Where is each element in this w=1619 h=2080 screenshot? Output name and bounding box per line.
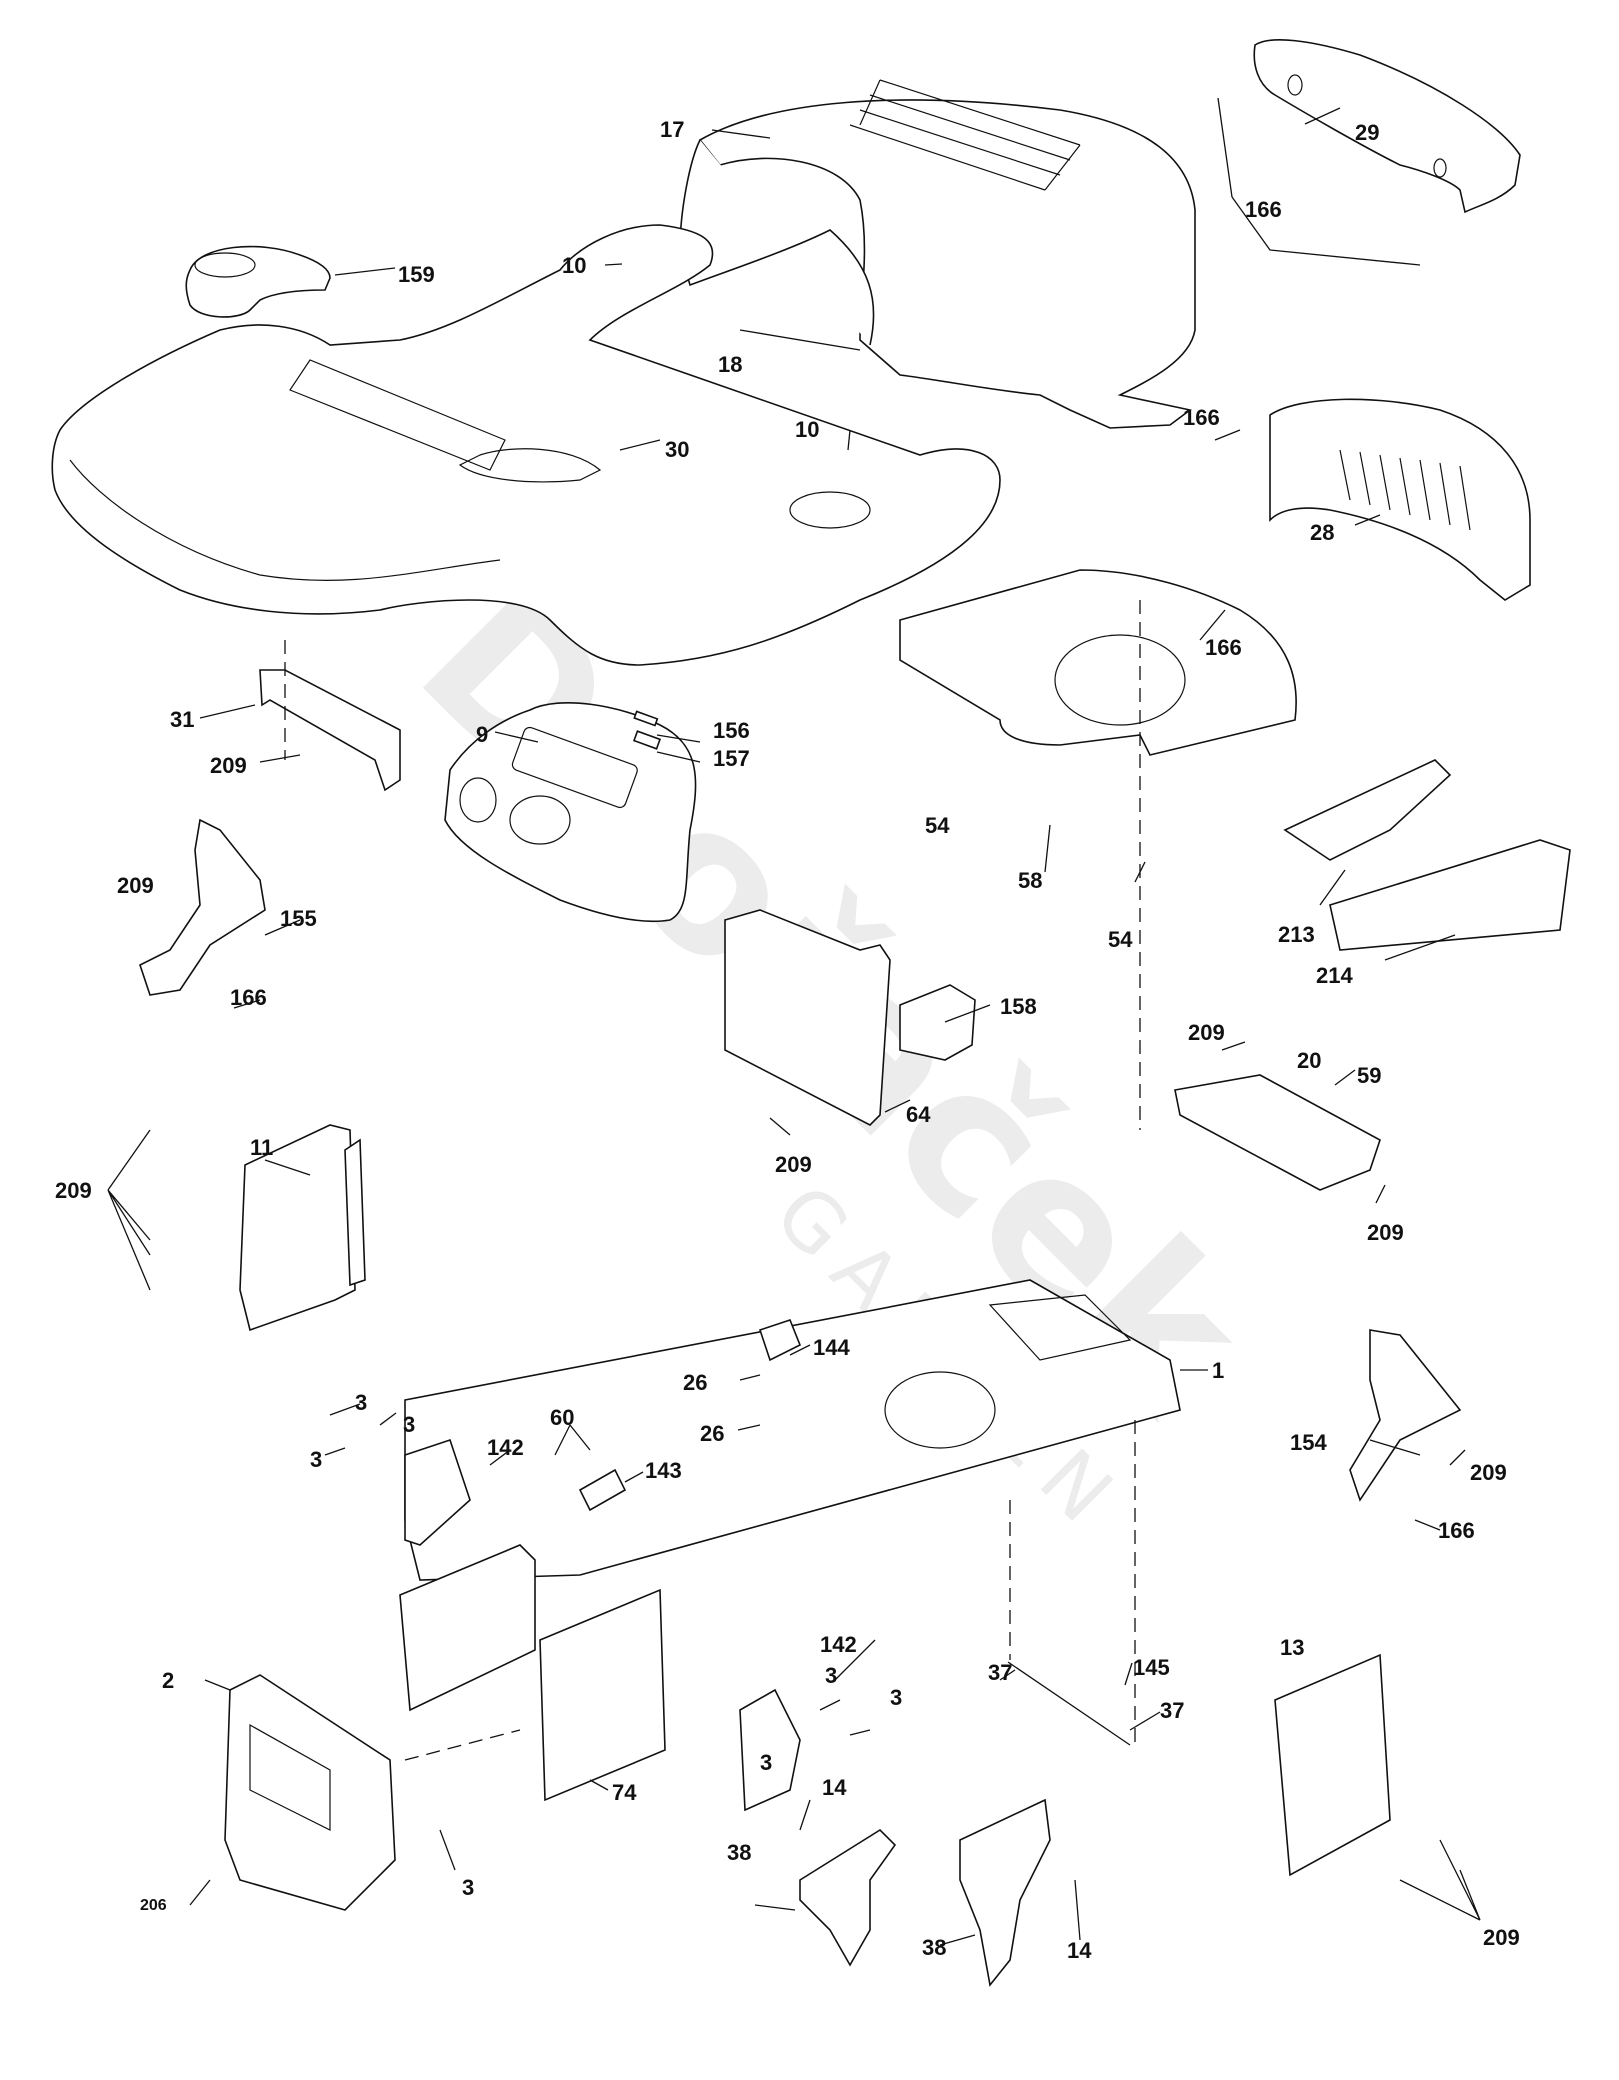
callout[interactable]: 145	[1133, 1655, 1170, 1680]
callout[interactable]: 38	[922, 1935, 946, 1960]
part-2[interactable]	[224, 1674, 396, 1911]
part-hood-17[interactable]	[679, 79, 1196, 429]
part-frame-side-plate[interactable]	[399, 1544, 666, 1802]
part-154[interactable]	[1349, 1329, 1462, 1502]
callout[interactable]: 154	[1290, 1430, 1327, 1455]
callout[interactable]: 166	[1438, 1518, 1475, 1543]
callout[interactable]: 64	[906, 1102, 931, 1127]
hood-vents	[849, 79, 1081, 191]
callout[interactable]: 58	[1018, 868, 1042, 893]
part-11[interactable]	[239, 1124, 366, 1332]
callout[interactable]: 209	[117, 873, 154, 898]
callout[interactable]: 10	[562, 253, 586, 278]
part-214[interactable]	[1329, 839, 1571, 951]
callout[interactable]: 142	[487, 1435, 524, 1460]
callout[interactable]: 18	[718, 352, 742, 377]
part-13[interactable]	[1274, 1653, 1391, 1877]
leader-lines	[107, 97, 1481, 1946]
part-38b[interactable]	[959, 1798, 1051, 1987]
callout[interactable]: 11	[250, 1135, 273, 1160]
callout[interactable]: 209	[1483, 1925, 1520, 1950]
callout[interactable]: 1	[1212, 1358, 1224, 1383]
part-213[interactable]	[1283, 759, 1452, 861]
callout[interactable]: 13	[1280, 1635, 1304, 1660]
callout[interactable]: 166	[1205, 635, 1242, 660]
callout[interactable]: 158	[1000, 994, 1037, 1019]
callout[interactable]: 37	[1160, 1698, 1184, 1723]
part-144[interactable]	[758, 1319, 802, 1362]
callout[interactable]: 26	[683, 1370, 707, 1395]
part-bracket-31[interactable]	[259, 669, 401, 792]
callout[interactable]: 155	[280, 906, 317, 931]
callout[interactable]: 28	[1310, 520, 1334, 545]
callout[interactable]: 17	[660, 117, 684, 142]
part-157[interactable]	[632, 730, 662, 750]
part-142b[interactable]	[739, 1688, 801, 1812]
part-29[interactable]	[1253, 39, 1521, 214]
callout[interactable]: 54	[925, 813, 950, 838]
callout[interactable]: 209	[1188, 1020, 1225, 1045]
callout[interactable]: 157	[713, 746, 750, 771]
callout[interactable]: 31	[170, 707, 194, 732]
callout[interactable]: 213	[1278, 922, 1315, 947]
callout[interactable]: 209	[55, 1178, 92, 1203]
callout[interactable]: 166	[1245, 197, 1282, 222]
callout[interactable]: 14	[1067, 1938, 1092, 1963]
callout[interactable]: 209	[1367, 1220, 1404, 1245]
part-58[interactable]	[899, 569, 1297, 756]
callout[interactable]: 14	[822, 1775, 847, 1800]
callout[interactable]: 3	[310, 1447, 322, 1472]
part-fuel-cap-159[interactable]	[185, 245, 331, 318]
callout[interactable]: 9	[476, 722, 488, 747]
callout[interactable]: 26	[700, 1421, 724, 1446]
callout[interactable]: 37	[988, 1660, 1012, 1685]
callout[interactable]: 59	[1357, 1063, 1381, 1088]
callout[interactable]: 156	[713, 718, 750, 743]
callout[interactable]: 60	[550, 1405, 574, 1430]
part-28[interactable]	[1269, 398, 1531, 601]
part-143[interactable]	[578, 1468, 627, 1512]
part-fender-30[interactable]	[51, 224, 1001, 666]
part-156[interactable]	[633, 710, 659, 727]
part-145-rod[interactable]	[1007, 1661, 1131, 1746]
callout[interactable]: 54	[1108, 927, 1133, 952]
callout[interactable]: 3	[825, 1663, 837, 1688]
callout[interactable]: 214	[1316, 963, 1353, 988]
callout[interactable]: 144	[813, 1335, 850, 1360]
callout[interactable]: 20	[1297, 1048, 1321, 1073]
part-64[interactable]	[724, 909, 891, 1126]
callout[interactable]: 3	[760, 1750, 772, 1775]
callout[interactable]: 29	[1355, 120, 1379, 145]
callout[interactable]: 206	[140, 1897, 167, 1914]
part-158[interactable]	[899, 984, 976, 1061]
part-38a[interactable]	[799, 1828, 897, 1967]
part-142a[interactable]	[404, 1438, 471, 1546]
assembly-lines	[284, 600, 1141, 1761]
part-20[interactable]	[1174, 1074, 1381, 1191]
callout[interactable]: 3	[890, 1685, 902, 1710]
callout[interactable]: 209	[210, 753, 247, 778]
callout[interactable]: 3	[355, 1390, 367, 1415]
part-dash-panel-9[interactable]	[444, 701, 697, 923]
part-155[interactable]	[139, 818, 266, 996]
callout[interactable]: 209	[775, 1152, 812, 1177]
callout[interactable]: 159	[398, 262, 435, 287]
callout[interactable]: 2	[162, 1668, 174, 1693]
callout[interactable]: 143	[645, 1458, 682, 1483]
callout[interactable]: 38	[727, 1840, 751, 1865]
callout[interactable]: 3	[462, 1875, 474, 1900]
callout[interactable]: 30	[665, 437, 689, 462]
callout[interactable]: 166	[1183, 405, 1220, 430]
callout[interactable]: 209	[1470, 1460, 1507, 1485]
callout[interactable]: 3	[403, 1412, 415, 1437]
callout[interactable]: 142	[820, 1632, 857, 1657]
callout[interactable]: 166	[230, 985, 267, 1010]
callout[interactable]: 74	[612, 1780, 637, 1805]
callout[interactable]: 10	[795, 417, 819, 442]
callout-labels: 17 29 166 159 10 18 10 30 166 28 166 31 …	[55, 117, 1520, 1963]
